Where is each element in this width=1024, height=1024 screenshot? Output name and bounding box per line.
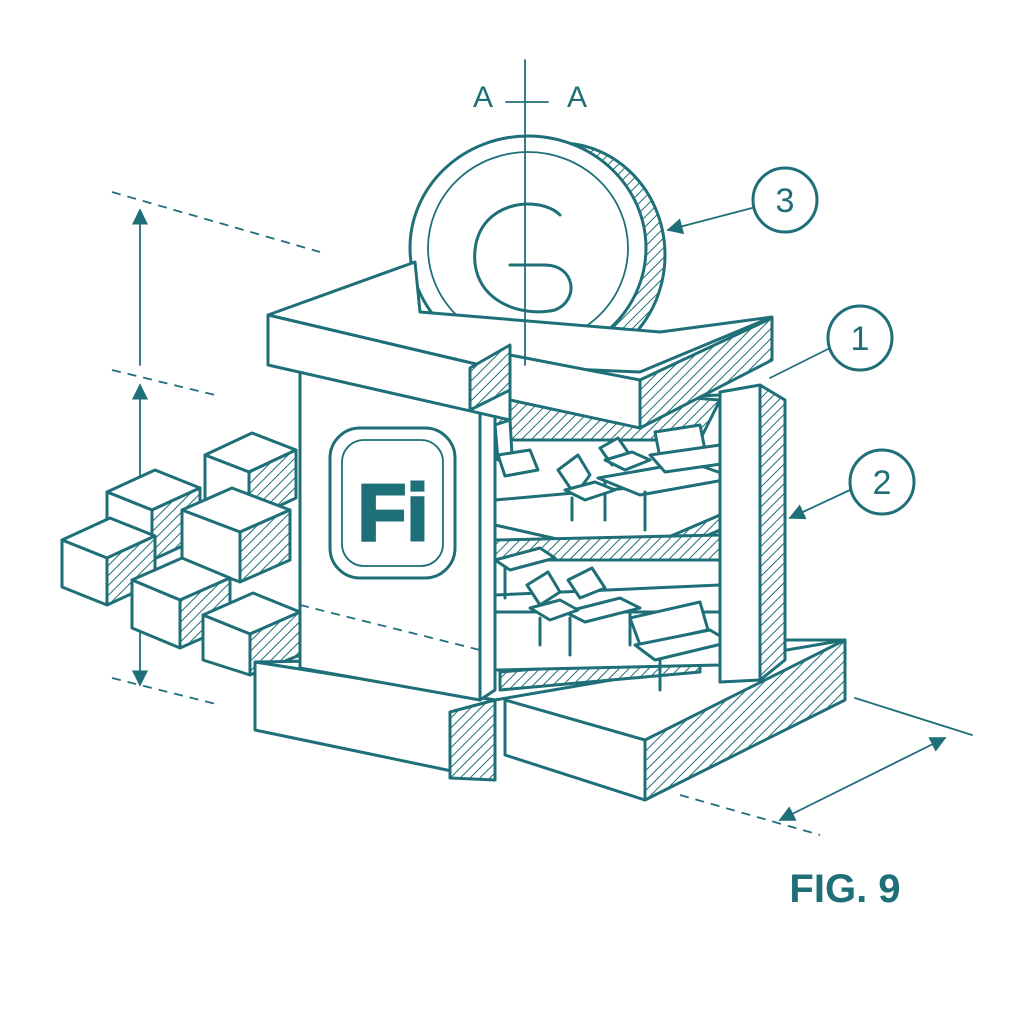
chair (566, 566, 607, 600)
box (201, 591, 302, 677)
callout-1 (769, 304, 894, 379)
sign-plate (328, 426, 457, 580)
table (493, 546, 557, 600)
callout-1-label: 1 (851, 320, 870, 358)
callout-3 (666, 166, 819, 235)
section-mark-left: A (473, 81, 493, 114)
chair (493, 418, 540, 478)
coin (408, 134, 667, 369)
top-slab (266, 260, 774, 430)
side-wall (718, 383, 787, 684)
chair (598, 436, 652, 472)
sofa (628, 600, 732, 692)
sign-logo-text: Fi (357, 468, 428, 557)
lower-furniture (493, 546, 732, 692)
chair (556, 453, 617, 522)
stacked-boxes (60, 431, 302, 677)
callout-3-label: 3 (776, 182, 795, 220)
front-pillar (298, 366, 497, 702)
section-line (505, 59, 549, 366)
callout-2-label: 2 (873, 464, 892, 502)
table (563, 596, 642, 657)
chair (525, 570, 580, 647)
section-mark-right: A (567, 81, 587, 114)
figure-caption: FIG. 9 (789, 867, 900, 911)
callout-2 (788, 448, 916, 520)
depth-dimension (679, 697, 973, 836)
